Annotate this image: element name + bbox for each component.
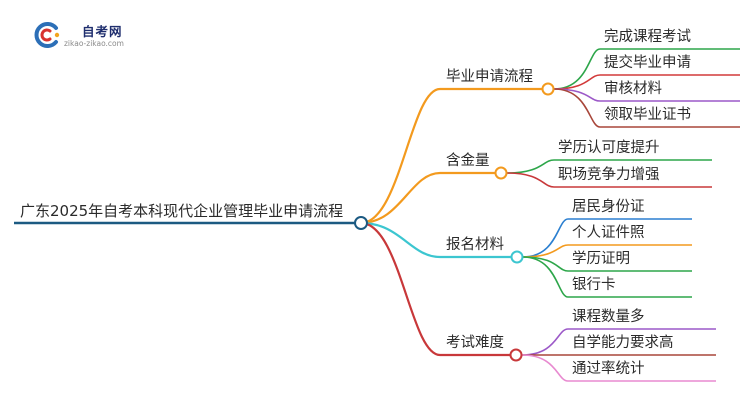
leaf-connector [522, 244, 569, 258]
branch-node[interactable] [494, 166, 508, 180]
branch-topic: 毕业申请流程 [446, 69, 533, 85]
leaf-topic: 个人证件照 [572, 225, 645, 241]
leaf-topic: 课程数量多 [572, 309, 645, 325]
branch-node[interactable] [541, 82, 555, 96]
logo-mark-icon [34, 22, 60, 48]
leaf-topic: 提交毕业申请 [604, 55, 691, 71]
branch-connector [360, 171, 441, 225]
leaf-topic: 银行卡 [572, 277, 616, 293]
root-node[interactable] [354, 216, 368, 230]
leaf-topic: 领取毕业证书 [604, 107, 691, 123]
leaf-topic: 职场竞争力增强 [558, 167, 660, 183]
leaf-connector [506, 172, 555, 188]
leaf-connector [506, 159, 555, 174]
branch-connector [360, 221, 441, 259]
leaf-connector [553, 88, 601, 102]
branch-node[interactable] [510, 250, 524, 264]
branch-topic: 含金量 [446, 153, 490, 169]
branch-connector [360, 87, 441, 225]
leaf-topic: 居民身份证 [572, 199, 645, 215]
branch-topic: 报名材料 [446, 237, 504, 253]
logo-name: 自考网 [82, 24, 123, 39]
leaf-connector [521, 328, 569, 356]
leaf-topic: 学历证明 [572, 251, 630, 267]
site-logo[interactable]: 自考网 zikao-zikao.com [30, 18, 150, 52]
leaf-topic: 审核材料 [604, 81, 662, 97]
branch-node[interactable] [509, 348, 523, 362]
branch-connector [360, 221, 441, 357]
leaf-connector [522, 218, 569, 258]
leaf-topic: 自学能力要求高 [572, 335, 674, 351]
leaf-connector [522, 256, 569, 272]
logo-url: zikao-zikao.com [64, 39, 124, 48]
leaf-connector [553, 74, 601, 90]
leaf-connector [521, 354, 569, 382]
leaf-topic: 完成课程考试 [604, 29, 691, 45]
root-topic: 广东2025年自考本科现代企业管理毕业申请流程 [20, 202, 344, 220]
leaf-topic: 通过率统计 [572, 361, 645, 377]
leaf-topic: 学历认可度提升 [558, 140, 660, 156]
leaf-connector [522, 256, 569, 298]
branch-topic: 考试难度 [446, 335, 504, 351]
leaf-connector [553, 88, 601, 128]
leaf-connector [553, 48, 601, 90]
